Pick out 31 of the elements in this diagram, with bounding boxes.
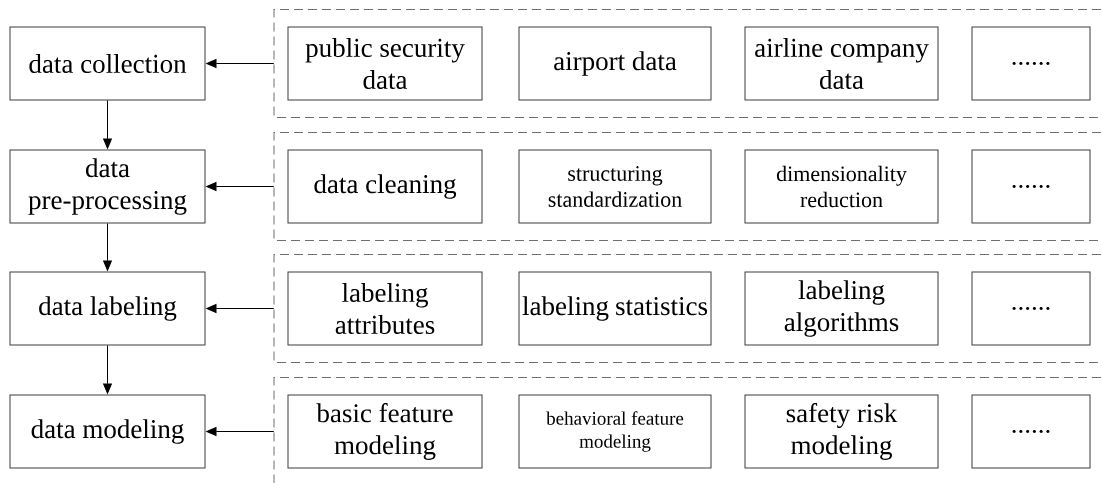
step-box: data modeling — [9, 394, 206, 469]
step-box: data pre-processing — [9, 149, 206, 224]
item-box: labeling attributes — [287, 271, 483, 346]
group-panel — [273, 377, 1103, 483]
arrow — [206, 427, 275, 436]
arrow — [103, 345, 112, 394]
step-box: data labeling — [9, 271, 206, 346]
item-box: ...... — [971, 394, 1091, 469]
item-box: ...... — [971, 26, 1091, 101]
group-panel — [273, 132, 1103, 241]
arrow — [103, 223, 112, 271]
arrow — [206, 304, 275, 313]
step-box: data collection — [9, 26, 206, 101]
group-panel — [273, 9, 1103, 118]
item-box: safety risk modeling — [744, 394, 939, 469]
item-box: airport data — [518, 26, 712, 101]
item-box: structuring standardization — [518, 149, 712, 224]
item-box: public security data — [287, 26, 483, 101]
arrow — [103, 100, 112, 149]
item-box: dimensionality reduction — [744, 149, 939, 224]
item-box: data cleaning — [287, 149, 483, 224]
arrow — [206, 59, 275, 68]
item-box: labeling statistics — [518, 271, 712, 346]
item-box: ...... — [971, 149, 1091, 224]
item-box: basic feature modeling — [287, 394, 483, 469]
group-panel — [273, 254, 1103, 363]
item-box: behavioral feature modeling — [518, 394, 712, 469]
arrow — [206, 182, 275, 191]
item-box: ...... — [971, 271, 1091, 346]
item-box: labeling algorithms — [744, 271, 939, 346]
item-box: airline company data — [744, 26, 939, 101]
